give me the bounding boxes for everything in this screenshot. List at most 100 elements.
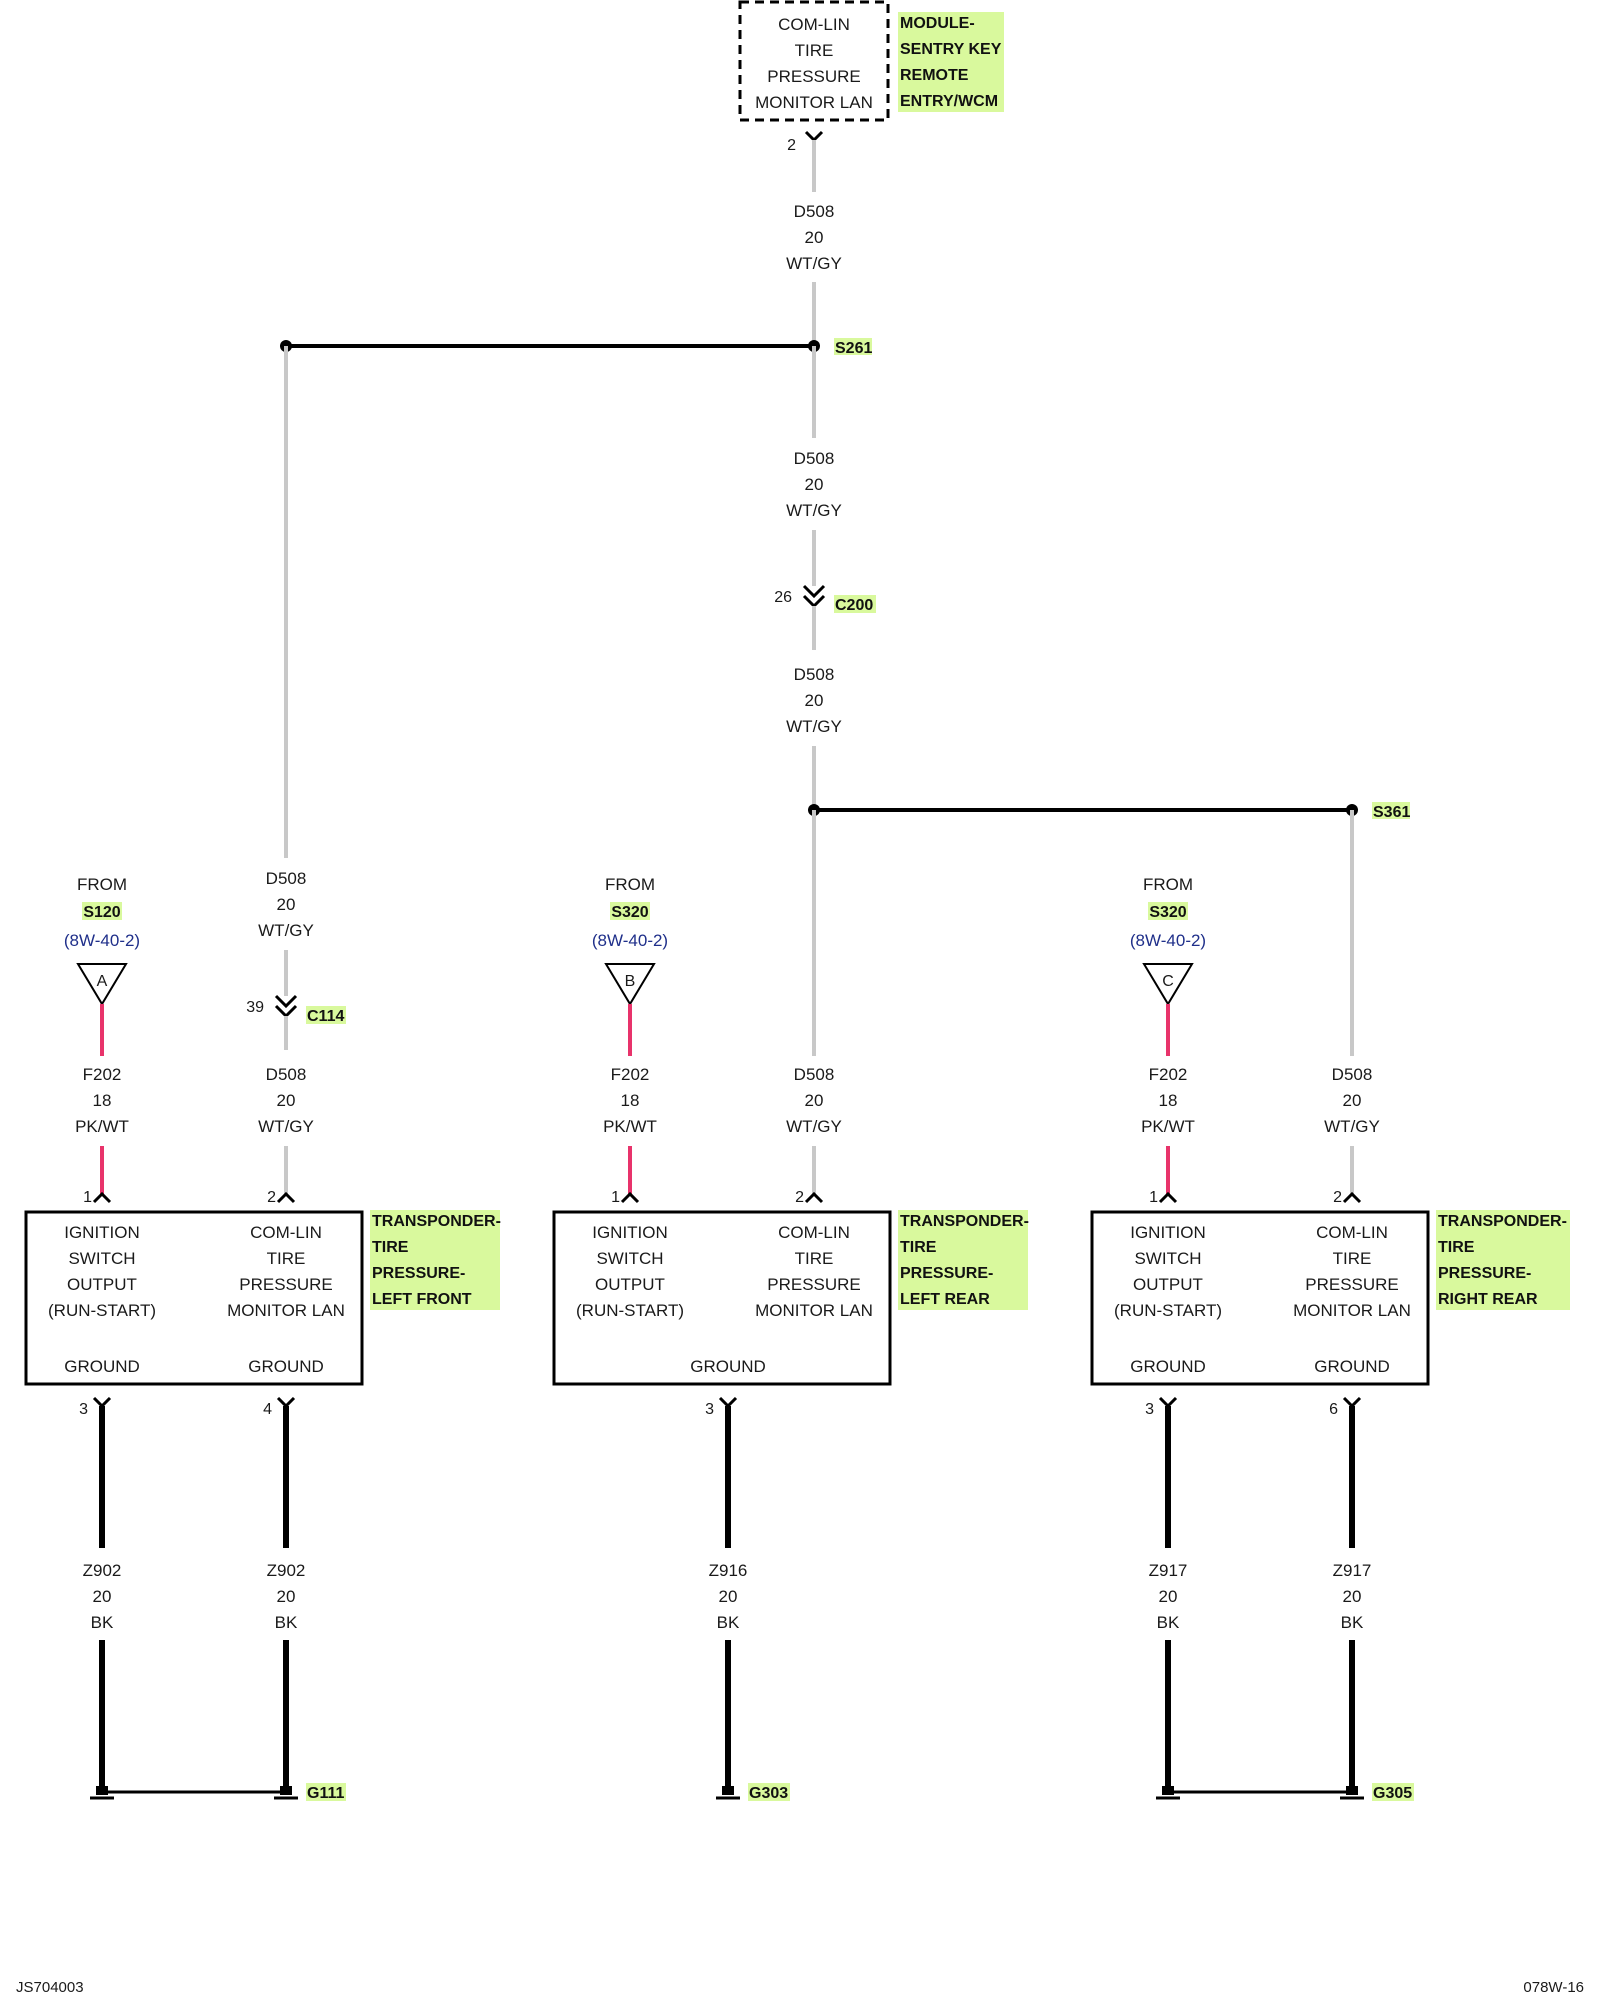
lf-d508-gauge: 20 [277, 1091, 296, 1110]
trunk3-gauge: 20 [805, 691, 824, 710]
c200-label: C200 [835, 597, 873, 614]
lf-name-1: TRANSPONDER- [372, 1213, 501, 1230]
lr-source-highlight [610, 902, 650, 920]
rr-f202-color: PK/WT [1141, 1117, 1195, 1136]
rr-ground-2: GROUND [1314, 1357, 1390, 1376]
lf-d508-gauge-upper: 20 [277, 895, 296, 914]
lr-name-1: TRANSPONDER- [900, 1213, 1029, 1230]
trunk3-color: WT/GY [786, 717, 842, 736]
rr-source-ref: (8W-40-2) [1130, 931, 1206, 950]
lr-right-4: MONITOR LAN [755, 1301, 873, 1320]
g303-highlight [748, 1783, 790, 1801]
rr-right-4: MONITOR LAN [1293, 1301, 1411, 1320]
module-sentry-key: COM-LIN TIRE PRESSURE MONITOR LAN MODULE… [738, 0, 1004, 154]
lr-z-gauge: 20 [719, 1587, 738, 1606]
g305-label: G305 [1373, 1785, 1412, 1802]
lf-z-b-color: BK [275, 1613, 298, 1632]
sensor-left-front: IGNITION SWITCH OUTPUT (RUN-START) COM-L… [24, 1210, 364, 1386]
rr-f202-gauge: 18 [1159, 1091, 1178, 1110]
lf-right-3: PRESSURE [239, 1275, 333, 1294]
lf-d508-color: WT/GY [258, 1117, 314, 1136]
module-name-highlight [898, 12, 1004, 112]
lf-ground-1: GROUND [64, 1357, 140, 1376]
lf-pin1-icon [92, 1191, 112, 1204]
rr-name-2: TIRE [1438, 1239, 1475, 1256]
rr-z-a-color: BK [1157, 1613, 1180, 1632]
lf-left-3: OUTPUT [67, 1275, 137, 1294]
lf-name-4: LEFT FRONT [372, 1291, 472, 1308]
lr-pin1-icon [620, 1191, 640, 1204]
rr-pin2-icon [1342, 1191, 1362, 1204]
lr-gpin: 3 [705, 1401, 714, 1418]
lf-name-2: TIRE [372, 1239, 409, 1256]
module-line-1: COM-LIN [778, 15, 850, 34]
rr-box [1090, 1210, 1430, 1386]
trunk2-circuit: D508 [794, 449, 835, 468]
rr-pin1: 1 [1149, 1189, 1158, 1206]
module-pin: 2 [787, 137, 796, 154]
lf-source-highlight [82, 902, 122, 920]
c200-highlight [834, 595, 876, 613]
lr-right-2: TIRE [795, 1249, 834, 1268]
lr-left-4: (RUN-START) [576, 1301, 684, 1320]
lf-d508-circuit: D508 [266, 1065, 307, 1084]
rr-source-highlight [1148, 902, 1188, 920]
lf-d508-color-upper: WT/GY [258, 921, 314, 940]
lf-gpin-a-icon [92, 1396, 112, 1409]
rr-name-4: RIGHT REAR [1438, 1291, 1538, 1308]
g303-label: G303 [749, 1785, 788, 1802]
lr-d508-color: WT/GY [786, 1117, 842, 1136]
rr-z-a-circuit: Z917 [1149, 1561, 1188, 1580]
c200-icon-upper [802, 584, 826, 599]
rr-pin2: 2 [1333, 1189, 1342, 1206]
rr-gpin-a: 3 [1145, 1401, 1154, 1418]
module-box [738, 0, 890, 122]
rr-z-b-circuit: Z917 [1333, 1561, 1372, 1580]
c114-pin: 39 [246, 999, 264, 1016]
rr-right-2: TIRE [1333, 1249, 1372, 1268]
rr-name-highlight [1436, 1210, 1570, 1310]
lf-z-b-gauge: 20 [277, 1587, 296, 1606]
c114-icon-upper [274, 994, 298, 1009]
rr-name-3: PRESSURE- [1438, 1265, 1531, 1282]
footer-left: JS704003 [16, 1979, 84, 1996]
lr-name-2: TIRE [900, 1239, 937, 1256]
lf-gpin-b-icon [276, 1396, 296, 1409]
lr-pin1: 1 [611, 1189, 620, 1206]
c114-highlight [306, 1006, 346, 1024]
lr-left-3: OUTPUT [595, 1275, 665, 1294]
lf-f202-circuit: F202 [83, 1065, 122, 1084]
lr-right-1: COM-LIN [778, 1223, 850, 1242]
lf-from-label: FROM [77, 875, 127, 894]
lr-pin2-icon [804, 1191, 824, 1204]
lf-gpin-b: 4 [263, 1401, 272, 1418]
lr-left-2: SWITCH [596, 1249, 663, 1268]
module-line-4: MONITOR LAN [755, 93, 873, 112]
lr-f202-gauge: 18 [621, 1091, 640, 1110]
lf-source-ref: (8W-40-2) [64, 931, 140, 950]
trunk2-gauge: 20 [805, 475, 824, 494]
lr-pin2: 2 [795, 1189, 804, 1206]
rr-left-4: (RUN-START) [1114, 1301, 1222, 1320]
trunk1-circuit: D508 [794, 202, 835, 221]
lf-right-2: TIRE [267, 1249, 306, 1268]
module-name-3: REMOTE [900, 67, 969, 84]
lr-left-1: IGNITION [592, 1223, 668, 1242]
rr-source-splice: S320 [1149, 904, 1186, 921]
rr-z-b-color: BK [1341, 1613, 1364, 1632]
sensor-right-rear: IGNITION SWITCH OUTPUT (RUN-START) COM-L… [1090, 1210, 1430, 1386]
rr-gpin-b-icon [1342, 1396, 1362, 1409]
module-line-2: TIRE [795, 41, 834, 60]
rr-left-3: OUTPUT [1133, 1275, 1203, 1294]
trunk3-circuit: D508 [794, 665, 835, 684]
lf-ground-2: GROUND [248, 1357, 324, 1376]
c200-connector: 26 C200 [774, 584, 876, 614]
module-name-4: ENTRY/WCM [900, 93, 998, 110]
lr-d508-gauge: 20 [805, 1091, 824, 1110]
rr-f202-circuit: F202 [1149, 1065, 1188, 1084]
trunk1-gauge: 20 [805, 228, 824, 247]
rr-source-triangle-icon [1142, 963, 1194, 1006]
rr-z-b-gauge: 20 [1343, 1587, 1362, 1606]
lf-z-a-gauge: 20 [93, 1587, 112, 1606]
lf-f202-gauge: 18 [93, 1091, 112, 1110]
